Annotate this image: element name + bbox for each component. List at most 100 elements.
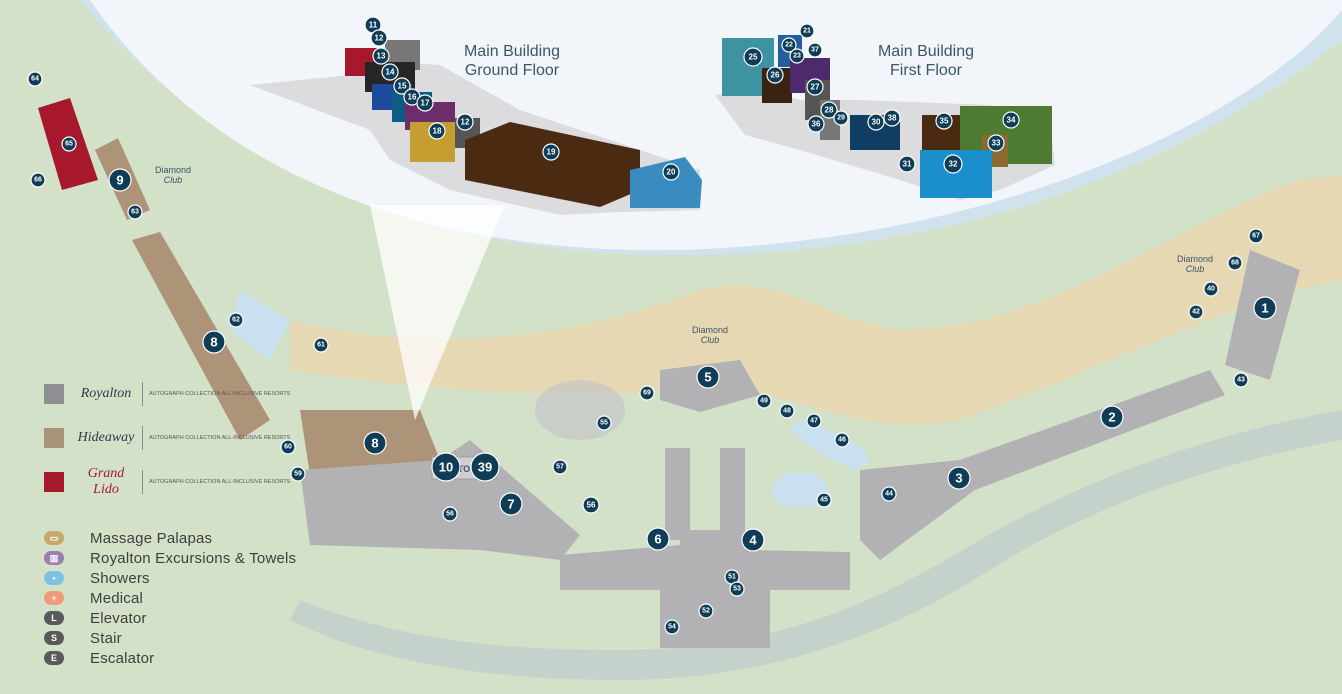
location-marker[interactable]: 48 [779,403,795,419]
location-marker[interactable]: 42 [1188,304,1204,320]
location-marker[interactable]: 49 [756,393,772,409]
location-marker[interactable]: 28 [820,101,838,119]
location-marker[interactable]: 14 [381,63,399,81]
location-marker[interactable]: 38 [883,109,901,127]
marker-number: 67 [1252,233,1260,240]
location-marker[interactable]: 35 [935,112,953,130]
marker-number: 10 [439,460,453,475]
location-marker[interactable]: 56 [442,506,458,522]
building-2 [960,370,1225,490]
building-label-marker[interactable]: 5 [696,365,720,389]
location-marker[interactable]: 17 [416,94,434,112]
marker-number: 3 [955,471,962,486]
location-marker[interactable]: 63 [127,204,143,220]
location-marker[interactable]: 64 [27,71,43,87]
marker-number: 31 [903,160,912,169]
location-marker[interactable]: 62 [228,312,244,328]
legend-label: Stair [90,629,122,647]
location-marker[interactable]: 12 [370,29,388,47]
location-marker[interactable]: 22 [781,37,797,53]
location-marker[interactable]: 52 [698,603,714,619]
building-label-marker[interactable]: 2 [1100,405,1124,429]
marker-number: 49 [760,398,768,405]
marker-number: 28 [825,106,834,115]
location-marker[interactable]: 54 [664,619,680,635]
location-marker[interactable]: 61 [313,337,329,353]
marker-number: 25 [749,53,758,62]
location-marker[interactable]: 37 [807,42,823,58]
marker-number: 22 [785,42,793,49]
legend-item: +Medical [44,588,296,608]
brand-tag: Autograph Collection All-Inclusive Resor… [149,479,291,485]
location-marker[interactable]: 34 [1002,111,1020,129]
location-marker[interactable]: 65 [61,136,77,152]
location-marker[interactable]: 59 [290,466,306,482]
location-marker[interactable]: 11 [364,16,382,34]
location-marker[interactable]: 29 [833,110,849,126]
legend-item: ▥Royalton Excursions & Towels [44,548,296,568]
location-marker[interactable]: 69 [639,385,655,401]
ground-floor-subtitle: Ground Floor [465,62,560,79]
location-marker[interactable]: 27 [806,78,824,96]
location-marker[interactable]: 31 [898,155,916,173]
location-marker[interactable]: 19 [542,143,560,161]
location-marker[interactable]: 33 [987,134,1005,152]
location-marker[interactable]: 45 [816,492,832,508]
location-marker[interactable]: 66 [30,172,46,188]
building-label-marker[interactable]: 1 [1253,296,1277,320]
location-marker[interactable]: 13 [372,47,390,65]
marker-number: 8 [210,335,217,350]
marker-number: 34 [1007,116,1016,125]
marker-number: 51 [728,574,736,581]
marker-number: 6 [654,532,661,547]
location-marker[interactable]: 40 [1203,281,1219,297]
brand-tag: Autograph Collection All-Inclusive Resor… [149,435,291,441]
building-label-marker[interactable]: 8 [202,330,226,354]
marker-number: 56 [446,511,454,518]
location-marker[interactable]: 68 [1227,255,1243,271]
location-marker[interactable]: 20 [662,163,680,181]
first-floor-title: Main Building [878,43,974,60]
location-marker[interactable]: 39 [470,452,500,482]
building-label-marker[interactable]: 4 [741,528,765,552]
location-marker[interactable]: 60 [280,439,296,455]
location-marker[interactable]: 15 [393,77,411,95]
brand-name: Royalton [80,386,132,401]
location-marker[interactable]: 12 [456,113,474,131]
location-marker[interactable]: 30 [867,113,885,131]
location-marker[interactable]: 53 [729,581,745,597]
location-marker[interactable]: 10 [431,452,461,482]
location-marker[interactable]: 25 [743,47,763,67]
marker-number: 36 [812,120,821,129]
building-label-marker[interactable]: 6 [646,527,670,551]
location-marker[interactable]: 36 [807,115,825,133]
brand-royalton: Royalton Autograph Collection All-Inclus… [44,380,314,408]
location-marker[interactable]: 18 [428,122,446,140]
location-marker[interactable]: 57 [552,459,568,475]
building-label-marker[interactable]: 7 [499,492,523,516]
location-marker[interactable]: 56 [582,496,600,514]
marker-number: 56 [587,501,596,510]
marker-number: 48 [783,408,791,415]
location-marker[interactable]: 23 [789,48,805,64]
marker-number: 64 [31,76,39,83]
location-marker[interactable]: 67 [1248,228,1264,244]
legend-items: ▭Massage Palapas▥Royalton Excursions & T… [44,528,296,668]
marker-number: 23 [793,53,801,60]
building-label-marker[interactable]: 3 [947,466,971,490]
location-marker[interactable]: 44 [881,486,897,502]
location-marker[interactable]: 43 [1233,372,1249,388]
location-marker[interactable]: 21 [799,23,815,39]
marker-number: 1 [1261,301,1268,316]
location-marker[interactable]: 47 [806,413,822,429]
location-marker[interactable]: 26 [766,66,784,84]
location-marker[interactable]: 46 [834,432,850,448]
diamond-club-label: Diamond [155,165,191,175]
marker-number: 63 [131,209,139,216]
location-marker[interactable]: 55 [596,415,612,431]
building-label-marker[interactable]: 9 [108,168,132,192]
building-label-marker[interactable]: 8 [363,431,387,455]
location-marker[interactable]: 32 [943,154,963,174]
